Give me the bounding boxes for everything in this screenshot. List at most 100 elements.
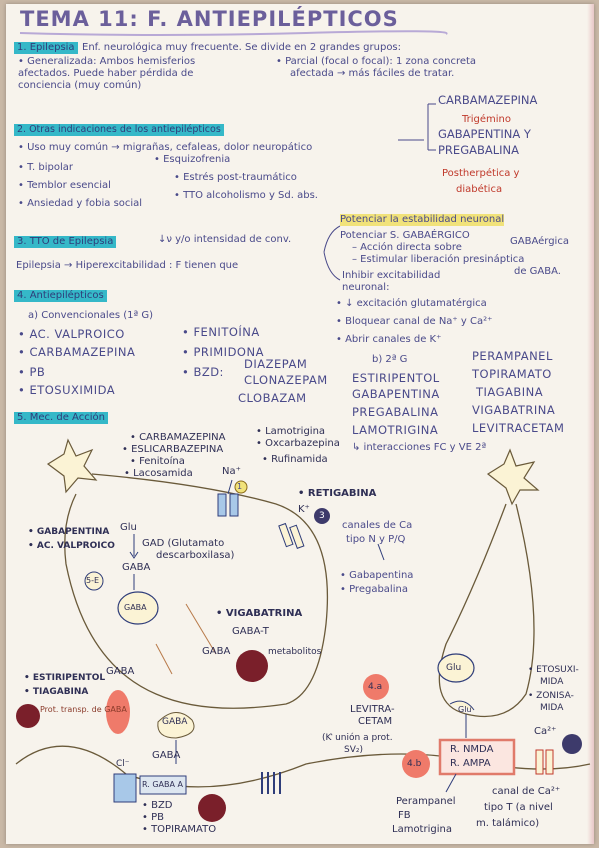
s2-brace — [398, 103, 436, 151]
na-arrow — [227, 479, 233, 495]
diagram-levi-1: LEVITRA- — [350, 704, 395, 715]
s4-c3: • PB — [18, 365, 46, 379]
diagram-gaba-2: GABA — [202, 646, 231, 657]
diagram-etos-4: MIDA — [540, 703, 564, 713]
s4-g7: TIAGABINA — [476, 385, 544, 399]
badge-4a: 4.a — [368, 682, 383, 692]
s5-n5: • Lamotrigina — [256, 426, 326, 437]
s3-p11: • Abrir canales de K⁺ — [336, 334, 442, 345]
s1-gen-2: afectados. Puede haber pérdida de — [18, 68, 194, 79]
gaba-a-mark — [198, 794, 226, 822]
gaba-vesicle — [117, 591, 159, 625]
s5-n7: • Rufinamida — [262, 454, 328, 465]
s3-p6: de GABA. — [514, 266, 561, 277]
diagram-perampanel: Perampanel — [396, 796, 456, 807]
diagram-ca2p: Ca²⁺ — [534, 726, 557, 737]
s2-item-4: • Temblor esencial — [18, 180, 111, 191]
diagram-tiagabina: • TIAGABINA — [24, 687, 89, 697]
section-1-heading: 1. Epilepsia — [14, 42, 78, 54]
diagram-levi-4: SV₂) — [344, 745, 363, 755]
k-channel-a — [278, 522, 294, 548]
s3-brace — [323, 225, 341, 281]
s2-item-5: • Estrés post-traumático — [174, 172, 297, 183]
s4-c2: • CARBAMAZEPINA — [18, 345, 136, 359]
badge-4b: 4.b — [407, 759, 422, 769]
s4-bz3: CLOBAZAM — [238, 391, 307, 405]
arrow-peramp — [445, 773, 457, 793]
diagram-etos-1: • ETOSUXI- — [528, 665, 579, 675]
diagram-cl: Cl⁻ — [116, 759, 130, 769]
s3-p7: Inhibir excitabilidad — [342, 270, 441, 281]
arrow-glu-gad — [129, 534, 139, 559]
right-axon — [438, 503, 535, 718]
vesicle-gaba: GABA — [124, 603, 147, 612]
glu-vesicle — [437, 653, 475, 683]
s4-g1: ESTIRIPENTOL — [352, 371, 440, 385]
s1-par-1: • Parcial (focal o focal): 1 zona concre… — [276, 56, 477, 67]
diagram-vigabatrina: • VIGABATRINA — [216, 608, 303, 619]
diagram-fb: FB — [398, 810, 411, 821]
diagram-gad: GAD (Glutamato — [142, 538, 225, 549]
membrane-channel — [261, 772, 281, 794]
s1-gen-1: • Generalizada: Ambos hemisferios — [18, 56, 196, 67]
s2-item-2: • T. bipolar — [18, 162, 73, 173]
diagram-gaba-5: GABA — [152, 750, 181, 761]
diagram-retigabina: • RETIGABINA — [298, 488, 377, 499]
s1-text: Enf. neurológica muy frecuente. Se divid… — [82, 42, 402, 53]
badge-4b-circle — [402, 750, 430, 778]
s4-b: b) 2ª G — [372, 354, 408, 365]
arrow-to-gaba — [155, 643, 173, 675]
s4-c1: • AC. VALPROICO — [18, 327, 125, 341]
diagram-levi-3: (Ƙ unión a prot. — [322, 733, 393, 743]
diagram-na: Na⁺ — [222, 466, 241, 477]
diagram-bnd-1: • BZD — [142, 800, 173, 811]
diagram-cat-3: m. talámico) — [476, 818, 540, 829]
neuron-soma-right — [486, 448, 540, 506]
s2-postherpetica: Postherpética y — [442, 168, 520, 179]
diagram-gaba-4: GABA — [162, 717, 188, 727]
s3-p3: – Acción directa sobre — [352, 242, 462, 253]
s3-p1: Potenciar la estabilidad neuronal — [340, 214, 505, 226]
s2-item-7: • TTO alcoholismo y Sd. abs. — [174, 190, 318, 201]
diagram-nmda: R. NMDA — [450, 744, 494, 755]
s4-g8: VIGABATRINA — [472, 403, 556, 417]
s2-diabetica: diabética — [456, 184, 503, 195]
badge-3: 3 — [319, 511, 325, 521]
s4-g4: LAMOTRIGINA — [352, 423, 439, 437]
arrow-gaba-metab — [185, 603, 217, 655]
gaba-a-receptor-channel — [113, 773, 137, 803]
s1-gen-3: conciencia (muy común) — [18, 80, 142, 91]
s2-carbamazepina: CARBAMAZEPINA — [438, 93, 538, 107]
s5-n2: • ESLICARBAZEPINA — [122, 444, 224, 455]
gaba-t-inhibition-mark — [236, 650, 268, 682]
diagram-bnd-2: • PB — [142, 812, 164, 823]
s4-g6: TOPIRAMATO — [472, 367, 552, 381]
gaba-transporter — [106, 690, 130, 734]
diagram-ca-3: • Gabapentina — [340, 570, 414, 581]
diagram-ca-1: canales de Ca — [342, 520, 413, 531]
ca-t-channel-a — [535, 749, 544, 775]
s4-g5: PERAMPANEL — [472, 349, 553, 363]
diagram-valproico: • AC. VALPROICO — [28, 541, 115, 551]
mechanism-diagram — [15, 438, 591, 822]
diagram-rgaba: R. GABA A — [142, 780, 184, 789]
s5-n1: • CARBAMAZEPINA — [130, 432, 226, 443]
s3-p8: neuronal: — [342, 282, 390, 293]
diagram-glu-2: Glu — [446, 663, 462, 673]
nmda-ampa-box — [438, 738, 516, 776]
k-channel-b — [289, 524, 305, 549]
diagram-k: K⁺ — [298, 504, 310, 515]
diagram-ca-2: tipo N y P/Q — [346, 534, 406, 545]
diagram-etos-2: MIDA — [540, 677, 564, 687]
ca-t-channel-b — [545, 749, 554, 775]
title-underline — [19, 30, 448, 36]
na-channel-right — [229, 493, 239, 517]
diagram-gabapentina: • GABAPENTINA — [28, 527, 110, 537]
s4-g9: LEVITRACETAM — [472, 421, 565, 435]
s4-c5: • FENITOÍNA — [182, 325, 260, 339]
s4-c4: • ETOSUXIMIDA — [18, 383, 116, 397]
diagram-gad-2: descarboxilasa) — [156, 550, 235, 561]
s1-par-2: afectada → más fáciles de tratar. — [290, 68, 455, 79]
diagram-glu: Glu — [120, 522, 137, 533]
ca-t-mark — [562, 734, 582, 754]
